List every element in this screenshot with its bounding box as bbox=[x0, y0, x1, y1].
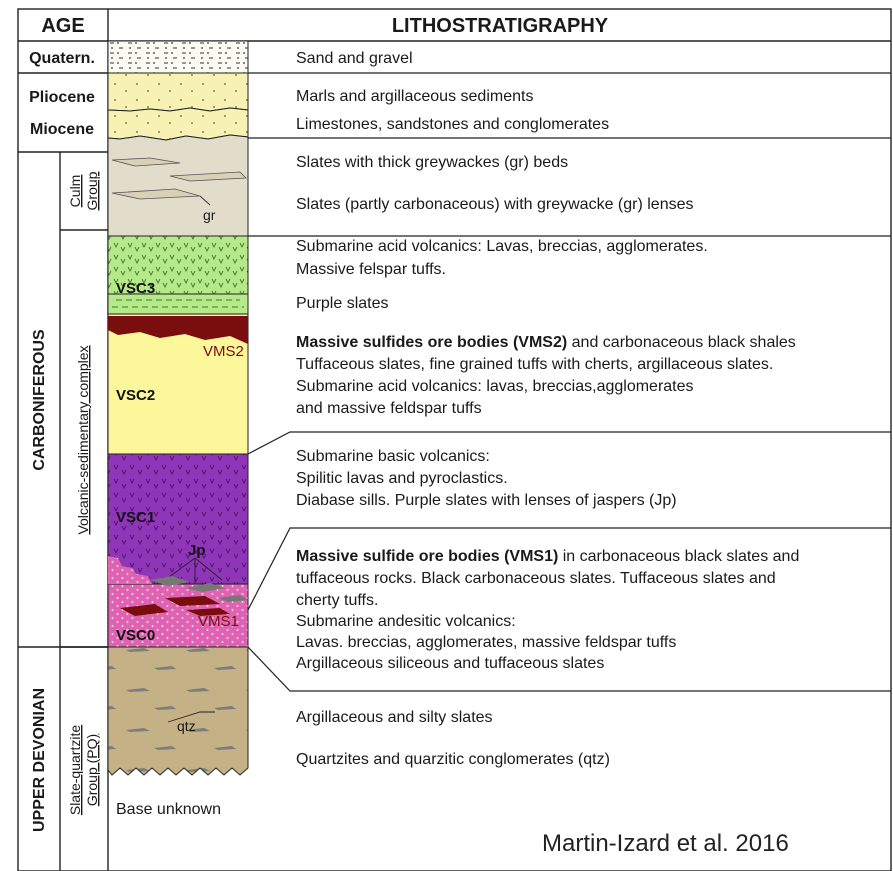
desc-basic-3: Diabase sills. Purple slates with lenses… bbox=[296, 492, 677, 509]
lithology-column: gr VSC3 VMS2 VSC2 VSC1 Jp VMS1 VSC0 qtz … bbox=[108, 41, 248, 818]
desc-vms2-line4: and massive feldspar tuffs bbox=[296, 400, 482, 417]
desc-acid-1: Submarine acid volcanics: Lavas, breccia… bbox=[296, 238, 708, 255]
age-header: AGE bbox=[41, 15, 84, 37]
base-unknown-label: Base unknown bbox=[116, 801, 221, 818]
desc-pq-2: Quartzites and quarzitic conglomerates (… bbox=[296, 751, 610, 768]
age-quaternary: Quatern. bbox=[29, 50, 95, 67]
vsc1-label: VSC1 bbox=[116, 509, 155, 526]
desc-purple-slates: Purple slates bbox=[296, 295, 389, 312]
age-pliocene: Pliocene bbox=[29, 89, 95, 106]
desc-marls: Marls and argillaceous sediments bbox=[296, 88, 533, 105]
lithostratigraphy-header: LITHOSTRATIGRAPHY bbox=[392, 15, 609, 37]
jp-label: Jp bbox=[188, 542, 206, 559]
layer-purple-slates bbox=[108, 294, 248, 314]
age-miocene: Miocene bbox=[30, 121, 94, 138]
pq-label-line2: Group (PQ) bbox=[84, 734, 100, 806]
desc-vms2-bold: Massive sulfides ore bodies (VMS2) bbox=[296, 334, 567, 351]
layer-culm bbox=[108, 135, 248, 236]
desc-vms1-line6: Argillaceous siliceous and tuffaceous sl… bbox=[296, 655, 604, 672]
desc-basic-2: Spilitic lavas and pyroclastics. bbox=[296, 470, 508, 487]
qtz-label: qtz bbox=[177, 718, 196, 734]
descriptions: Sand and gravel Marls and argillaceous s… bbox=[296, 50, 799, 768]
layer-pq bbox=[108, 647, 248, 775]
desc-vms2-rest: and carbonaceous black shales bbox=[567, 334, 796, 351]
desc-pq-1: Argillaceous and silty slates bbox=[296, 709, 493, 726]
desc-vms1-bold: Massive sulfide ore bodies (VMS1) bbox=[296, 548, 558, 565]
layer-pliocene bbox=[108, 73, 248, 111]
desc-sand: Sand and gravel bbox=[296, 50, 413, 67]
desc-vms1-line4: Submarine andesitic volcanics: bbox=[296, 613, 516, 630]
vms1-label: VMS1 bbox=[198, 613, 239, 630]
desc-vms1-rest: in carbonaceous black slates and bbox=[558, 548, 799, 565]
desc-acid-2: Massive felspar tuffs. bbox=[296, 261, 446, 278]
vsc3-label: VSC3 bbox=[116, 280, 155, 297]
culm-group-label: Culm Group bbox=[67, 171, 100, 210]
vms2-label: VMS2 bbox=[203, 343, 244, 360]
figure-credit: Martin-Izard et al. 2016 bbox=[542, 830, 789, 857]
pq-group-label: Slate-quartzite Group (PQ) bbox=[67, 725, 100, 815]
desc-vms1-line3: cherty tuffs. bbox=[296, 592, 378, 609]
vsc-group-label: Volcanic-sedimentary complex bbox=[75, 345, 91, 534]
age-carboniferous: CARBONIFEROUS bbox=[31, 329, 48, 471]
vsc2-label: VSC2 bbox=[116, 387, 155, 404]
desc-vms2-line3: Submarine acid volcanics: lavas, breccia… bbox=[296, 378, 694, 395]
desc-vms2-line1: Massive sulfides ore bodies (VMS2) and c… bbox=[296, 334, 796, 351]
desc-vms2-line2: Tuffaceous slates, fine grained tuffs wi… bbox=[296, 356, 773, 373]
layer-sand bbox=[108, 41, 248, 73]
gr-label: gr bbox=[203, 207, 216, 223]
vsc0-label: VSC0 bbox=[116, 627, 155, 644]
desc-slates-partly: Slates (partly carbonaceous) with greywa… bbox=[296, 196, 694, 213]
culm-label-line1: Culm bbox=[67, 175, 83, 208]
desc-vms1-line1: Massive sulfide ore bodies (VMS1) in car… bbox=[296, 548, 799, 565]
desc-vms1-line5: Lavas. breccias, agglomerates, massive f… bbox=[296, 634, 676, 651]
desc-limestones: Limestones, sandstones and conglomerates bbox=[296, 116, 609, 133]
desc-basic-1: Submarine basic volcanics: bbox=[296, 448, 490, 465]
age-upper-devonian: UPPER DEVONIAN bbox=[31, 688, 48, 832]
culm-label-line2: Group bbox=[84, 171, 100, 210]
pq-label-line1: Slate-quartzite bbox=[67, 725, 83, 815]
desc-vms1-line2: tuffaceous rocks. Black carbonaceous sla… bbox=[296, 570, 776, 587]
desc-slates-thick: Slates with thick greywackes (gr) beds bbox=[296, 154, 568, 171]
